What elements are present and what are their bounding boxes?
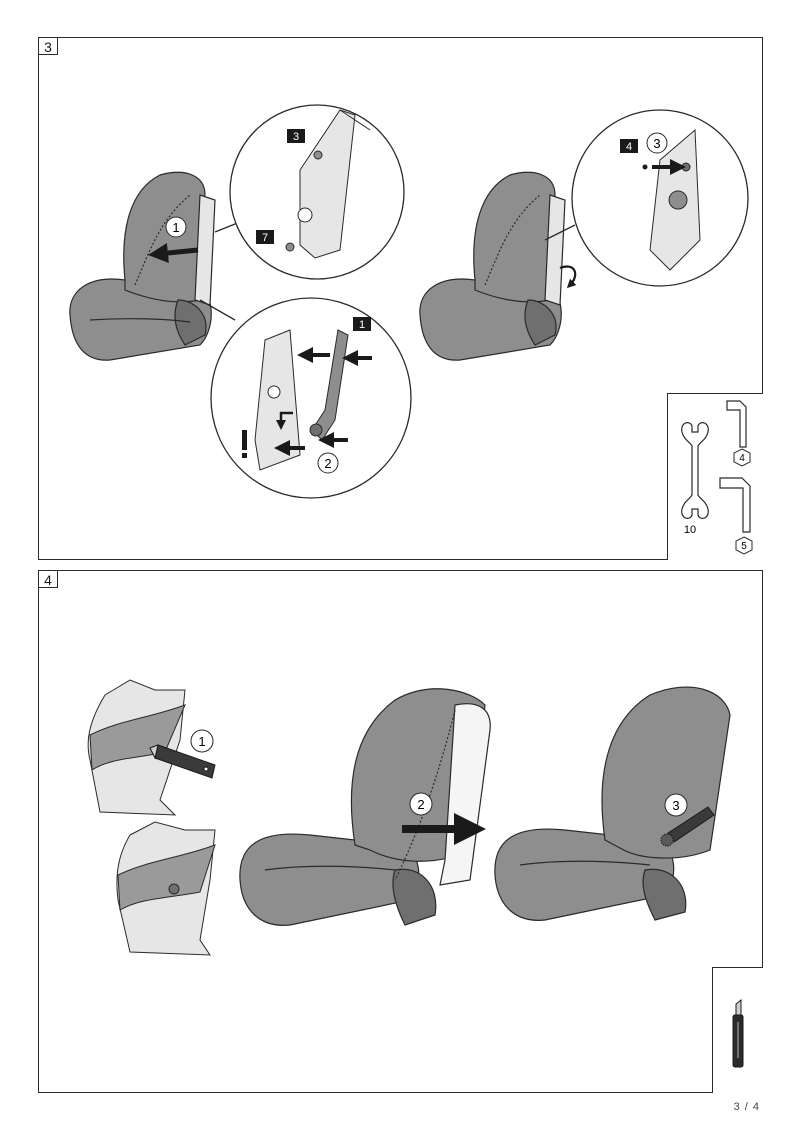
hex-key-size-label: 5	[741, 541, 747, 552]
hex-key-icon	[720, 401, 750, 532]
screw-icon	[643, 165, 648, 170]
hex-key-size-label: 4	[739, 453, 745, 464]
seat-illustration	[420, 172, 565, 360]
step-circle-label: 1	[172, 220, 179, 235]
page-number: 3 / 4	[734, 1101, 760, 1113]
step-circle-label: 2	[417, 797, 424, 812]
part-tag-label: 1	[359, 319, 365, 331]
cover-detail	[117, 822, 215, 955]
cover-detail	[88, 680, 185, 815]
step-circle-label: 2	[324, 456, 331, 471]
part-tag-label: 7	[262, 232, 268, 244]
part-tag-label: 4	[626, 141, 632, 153]
exclamation-icon	[242, 430, 247, 458]
part-tag-label: 3	[293, 131, 299, 143]
step-circle-label: 1	[198, 734, 205, 749]
seat-illustration	[495, 687, 730, 920]
wrench-icon	[682, 423, 709, 519]
utility-knife-icon	[733, 1000, 743, 1067]
step-circle-label: 3	[672, 798, 679, 813]
step-circle-label: 3	[653, 136, 660, 151]
seat-illustration	[70, 172, 215, 360]
wrench-size-label: 10	[684, 524, 696, 536]
seat-illustration	[240, 689, 490, 926]
